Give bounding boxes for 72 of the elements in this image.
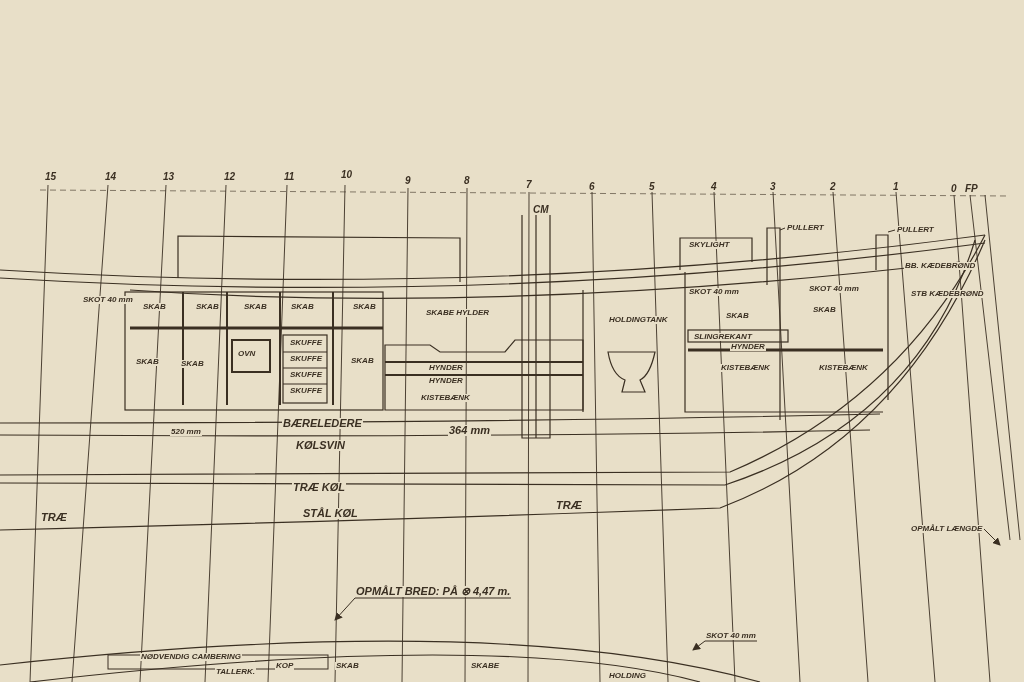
part-label: KOP — [275, 662, 295, 670]
part-label: NØDVENDIG CAMBERING — [140, 653, 242, 661]
leader-line — [779, 227, 786, 231]
part-label: SKAB — [335, 662, 360, 670]
part-label: TRÆ KØL — [292, 482, 346, 493]
part-label: SKAB — [812, 306, 837, 314]
leader-line — [887, 229, 896, 233]
station-number: 4 — [710, 182, 718, 192]
station-number: 0 — [950, 184, 958, 194]
part-label: SKAB — [725, 312, 750, 320]
part-label: BB. KÆDEBRØND — [904, 262, 977, 270]
station-number: FP — [964, 184, 979, 194]
part-label: BÆRELEDERE — [282, 418, 363, 429]
part-label: KISTEBÆNK — [818, 364, 869, 372]
part-label: SKOT 40 mm — [688, 288, 740, 296]
part-label: 520 mm — [170, 428, 202, 436]
leader-line — [692, 640, 758, 651]
part-label: TRÆ — [555, 500, 583, 511]
part-label: HOLDINGTANK — [608, 316, 669, 324]
part-label: SKAB — [290, 303, 315, 311]
station-number: 15 — [44, 172, 58, 182]
part-label: KØLSVIN — [295, 440, 346, 451]
part-label: SKUFFE — [289, 387, 323, 395]
part-label: SKUFFE — [289, 355, 323, 363]
part-label: TRÆ — [40, 512, 68, 523]
part-label: SKYLIGHT — [688, 241, 731, 249]
part-label: 364 mm — [448, 425, 491, 436]
part-label: SKAB — [180, 360, 205, 368]
part-label: SLINGREKANT — [693, 333, 753, 341]
part-label: SKAB — [350, 357, 375, 365]
part-label: SKUFFE — [289, 371, 323, 379]
part-label: STB KÆDEBRØND — [910, 290, 985, 298]
part-label: OVN — [237, 350, 257, 358]
part-label: SKAB — [135, 358, 160, 366]
station-number: 11 — [283, 172, 296, 182]
station-number: 3 — [769, 182, 777, 192]
station-number: 9 — [404, 176, 412, 186]
part-label: HOLDING — [608, 672, 647, 680]
part-label: KISTEBÆNK — [720, 364, 771, 372]
part-label: HYNDER — [428, 377, 464, 385]
part-label: SKAB — [243, 303, 268, 311]
station-number: 7 — [525, 180, 533, 190]
leader-line — [983, 528, 1001, 546]
station-number: 2 — [829, 182, 837, 192]
part-label: SKOT 40 mm — [82, 296, 134, 304]
leader-label: OPMÅLT BRED: PÅ ⊗ 4,47 m. — [355, 586, 512, 597]
leader-label: PULLERT — [786, 224, 825, 232]
leader-label: OPMÅLT LÆNGDE — [910, 525, 984, 533]
leader-label: SKOT 40 mm — [705, 632, 757, 640]
part-label: TALLERK. — [215, 668, 256, 676]
leader-line — [334, 597, 512, 621]
part-label: SKUFFE — [289, 339, 323, 347]
station-number: 6 — [588, 182, 596, 192]
station-number: 8 — [463, 176, 471, 186]
leader-label: PULLERT — [896, 226, 935, 234]
part-label: HYNDER — [730, 343, 766, 351]
part-label: SKAB — [195, 303, 220, 311]
station-number: 10 — [340, 170, 354, 180]
station-number: 14 — [104, 172, 118, 182]
part-label: SKAB — [352, 303, 377, 311]
part-label: STÅL KØL — [302, 508, 359, 519]
part-label: HYNDER — [428, 364, 464, 372]
station-number: 12 — [223, 172, 237, 182]
station-number: 5 — [648, 182, 656, 192]
part-label: KISTEBÆNK — [420, 394, 471, 402]
part-label: SKABE — [470, 662, 500, 670]
station-number: CM — [532, 205, 550, 215]
part-label: SKABE HYLDER — [425, 309, 491, 317]
part-label: SKOT 40 mm — [808, 285, 860, 293]
station-number: 13 — [162, 172, 176, 182]
part-label: SKAB — [142, 303, 167, 311]
station-number: 1 — [892, 182, 900, 192]
